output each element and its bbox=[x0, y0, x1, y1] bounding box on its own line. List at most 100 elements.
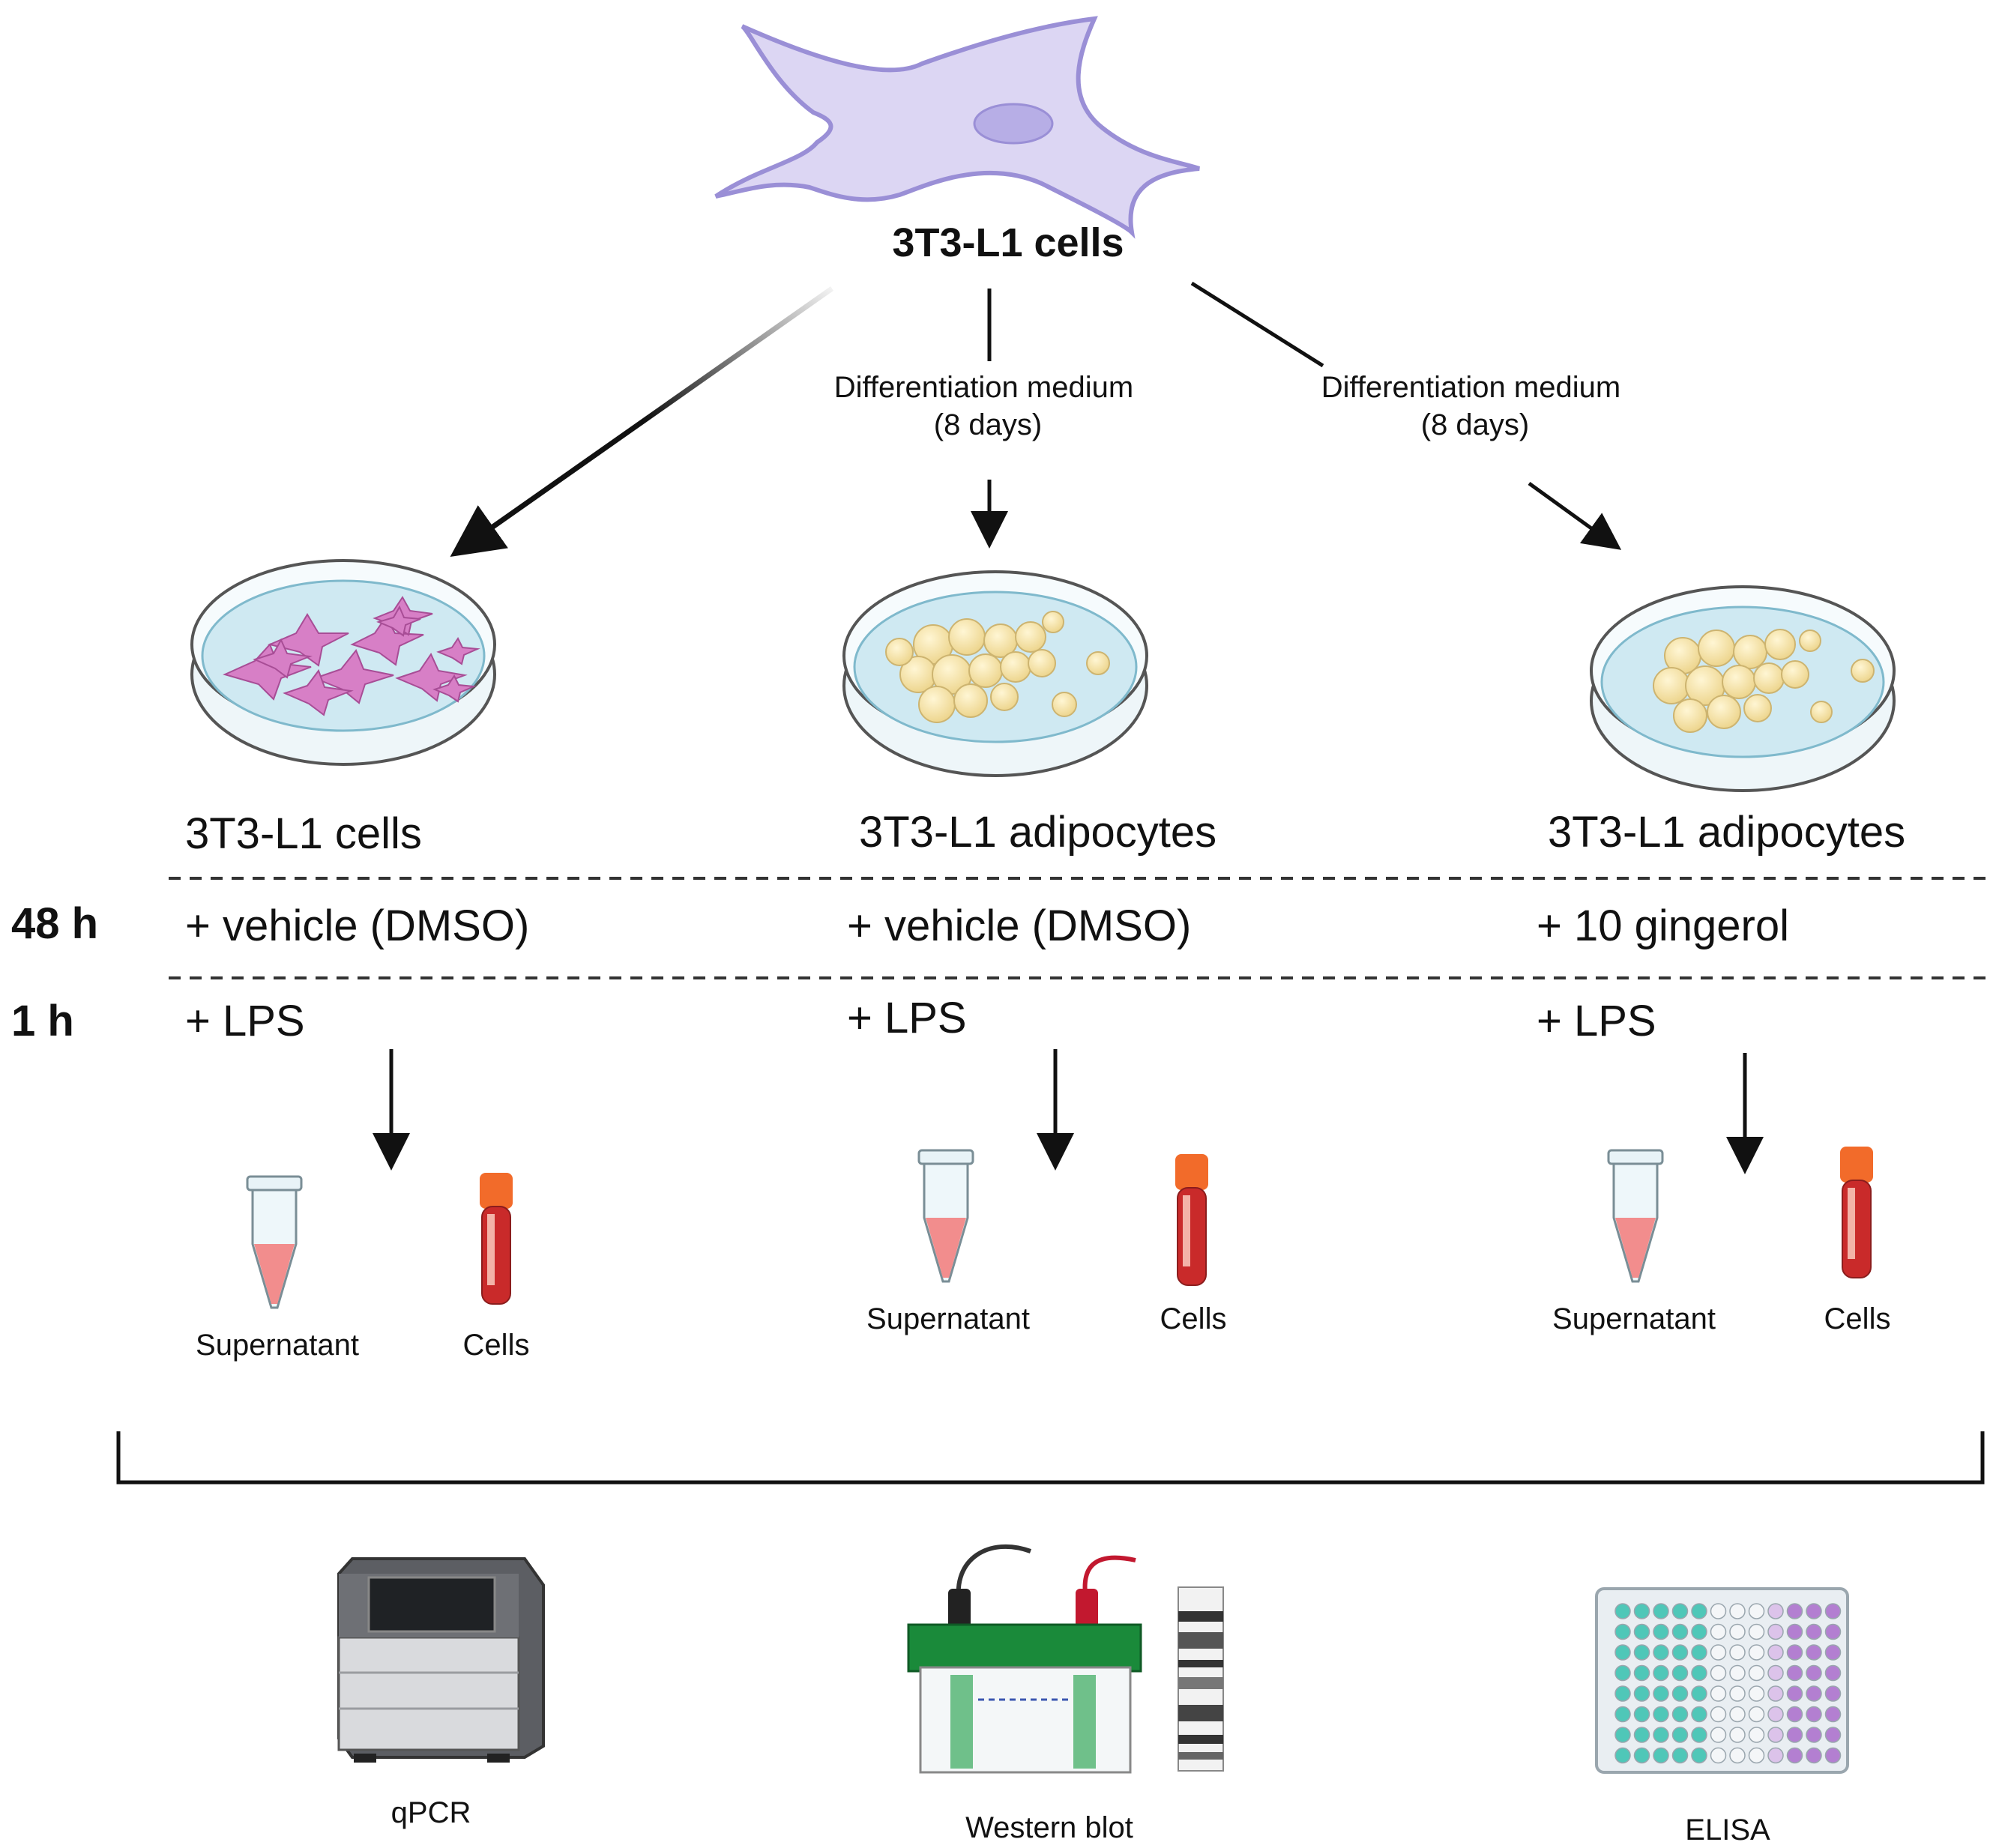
elisa-well bbox=[1671, 1706, 1689, 1723]
elisa-well bbox=[1633, 1603, 1650, 1619]
elisa-well bbox=[1614, 1747, 1631, 1764]
elisa-well bbox=[1806, 1706, 1822, 1723]
cells-tube-icon bbox=[1840, 1147, 1873, 1278]
petri-dish-adipocytes-treated-icon bbox=[1590, 585, 1896, 792]
petri-dish-adipocytes-icon bbox=[842, 570, 1148, 777]
elisa-well bbox=[1767, 1706, 1784, 1723]
elisa-plate-icon bbox=[1595, 1587, 1849, 1774]
elisa-well bbox=[1806, 1664, 1822, 1682]
elisa-well bbox=[1824, 1727, 1842, 1743]
elisa-well bbox=[1633, 1623, 1650, 1640]
elisa-well bbox=[1710, 1747, 1727, 1764]
petri-dish-cells-icon bbox=[190, 559, 496, 766]
elisa-well bbox=[1748, 1747, 1765, 1764]
treatment-label-1: + vehicle (DMSO) bbox=[185, 902, 529, 950]
elisa-well bbox=[1653, 1664, 1669, 1682]
elisa-well bbox=[1614, 1664, 1631, 1682]
elisa-well bbox=[1748, 1664, 1765, 1682]
bracket bbox=[116, 1431, 1985, 1485]
elisa-well bbox=[1671, 1747, 1689, 1764]
western-blot-icon bbox=[907, 1544, 1224, 1774]
medium-line2: (8 days) bbox=[1421, 408, 1530, 441]
elisa-well bbox=[1767, 1747, 1784, 1764]
method-qpcr: qPCR bbox=[391, 1796, 471, 1829]
blot-strip bbox=[1178, 1586, 1224, 1772]
sample-cells-1: Cells bbox=[463, 1329, 530, 1362]
elisa-well bbox=[1806, 1727, 1822, 1743]
sample-supernatant-2: Supernatant bbox=[866, 1302, 1030, 1335]
elisa-well bbox=[1748, 1603, 1765, 1619]
supernatant-tube-icon bbox=[917, 1149, 974, 1283]
branch-arrow-left bbox=[450, 286, 834, 558]
elisa-well bbox=[1710, 1623, 1727, 1640]
elisa-well bbox=[1710, 1644, 1727, 1661]
elisa-well bbox=[1633, 1706, 1650, 1723]
elisa-well bbox=[1671, 1603, 1689, 1619]
elisa-well bbox=[1806, 1747, 1822, 1764]
elisa-well bbox=[1806, 1644, 1822, 1661]
elisa-well bbox=[1767, 1623, 1784, 1640]
elisa-well bbox=[1710, 1727, 1727, 1743]
elisa-well bbox=[1767, 1603, 1784, 1619]
elisa-well bbox=[1824, 1706, 1842, 1723]
sample-cells-3: Cells bbox=[1824, 1302, 1891, 1335]
elisa-well bbox=[1710, 1603, 1727, 1619]
elisa-well bbox=[1748, 1644, 1765, 1661]
elisa-well bbox=[1633, 1664, 1650, 1682]
elisa-well bbox=[1786, 1685, 1803, 1702]
treatment-label-2: + vehicle (DMSO) bbox=[847, 902, 1191, 950]
group-label-3: 3T3-L1 adipocytes bbox=[1548, 808, 1905, 857]
sample-cells-2: Cells bbox=[1160, 1302, 1227, 1335]
elisa-well bbox=[1633, 1685, 1650, 1702]
elisa-well bbox=[1710, 1685, 1727, 1702]
elisa-well bbox=[1653, 1747, 1669, 1764]
elisa-well bbox=[1824, 1623, 1842, 1640]
elisa-well bbox=[1633, 1644, 1650, 1661]
elisa-well bbox=[1824, 1685, 1842, 1702]
elisa-well bbox=[1671, 1664, 1689, 1682]
elisa-well bbox=[1691, 1623, 1707, 1640]
elisa-well bbox=[1786, 1747, 1803, 1764]
elisa-well bbox=[1806, 1623, 1822, 1640]
elisa-well bbox=[1748, 1706, 1765, 1723]
elisa-well bbox=[1824, 1644, 1842, 1661]
elisa-well bbox=[1671, 1727, 1689, 1743]
elisa-well bbox=[1653, 1644, 1669, 1661]
elisa-well bbox=[1691, 1727, 1707, 1743]
elisa-well bbox=[1691, 1644, 1707, 1661]
elisa-well bbox=[1614, 1727, 1631, 1743]
elisa-well bbox=[1824, 1603, 1842, 1619]
sample-supernatant-3: Supernatant bbox=[1552, 1302, 1716, 1335]
elisa-well bbox=[1691, 1603, 1707, 1619]
elisa-well bbox=[1748, 1623, 1765, 1640]
elisa-well bbox=[1729, 1603, 1746, 1619]
elisa-well bbox=[1729, 1664, 1746, 1682]
stimulus-label-1: + LPS bbox=[185, 997, 305, 1045]
timepoint-stimulus: 1 h bbox=[11, 997, 74, 1045]
elisa-well bbox=[1824, 1747, 1842, 1764]
group-label-2: 3T3-L1 adipocytes bbox=[859, 808, 1216, 857]
elisa-well bbox=[1710, 1706, 1727, 1723]
branch-line-right bbox=[1190, 281, 1324, 368]
qpcr-machine-icon bbox=[337, 1557, 545, 1763]
elisa-well bbox=[1691, 1664, 1707, 1682]
elisa-well bbox=[1671, 1644, 1689, 1661]
elisa-well bbox=[1653, 1603, 1669, 1619]
timepoint-treatment: 48 h bbox=[11, 899, 98, 948]
elisa-well bbox=[1633, 1727, 1650, 1743]
cells-tube-icon bbox=[480, 1173, 513, 1305]
elisa-well bbox=[1653, 1706, 1669, 1723]
elisa-well bbox=[1633, 1747, 1650, 1764]
elisa-well bbox=[1614, 1685, 1631, 1702]
elisa-well bbox=[1671, 1685, 1689, 1702]
elisa-well bbox=[1729, 1685, 1746, 1702]
supernatant-tube-icon bbox=[1607, 1149, 1664, 1283]
elisa-well bbox=[1786, 1706, 1803, 1723]
supernatant-tube-icon bbox=[246, 1175, 303, 1309]
elisa-well bbox=[1653, 1623, 1669, 1640]
elisa-well bbox=[1653, 1685, 1669, 1702]
elisa-well bbox=[1767, 1664, 1784, 1682]
elisa-well bbox=[1824, 1664, 1842, 1682]
elisa-well bbox=[1614, 1706, 1631, 1723]
